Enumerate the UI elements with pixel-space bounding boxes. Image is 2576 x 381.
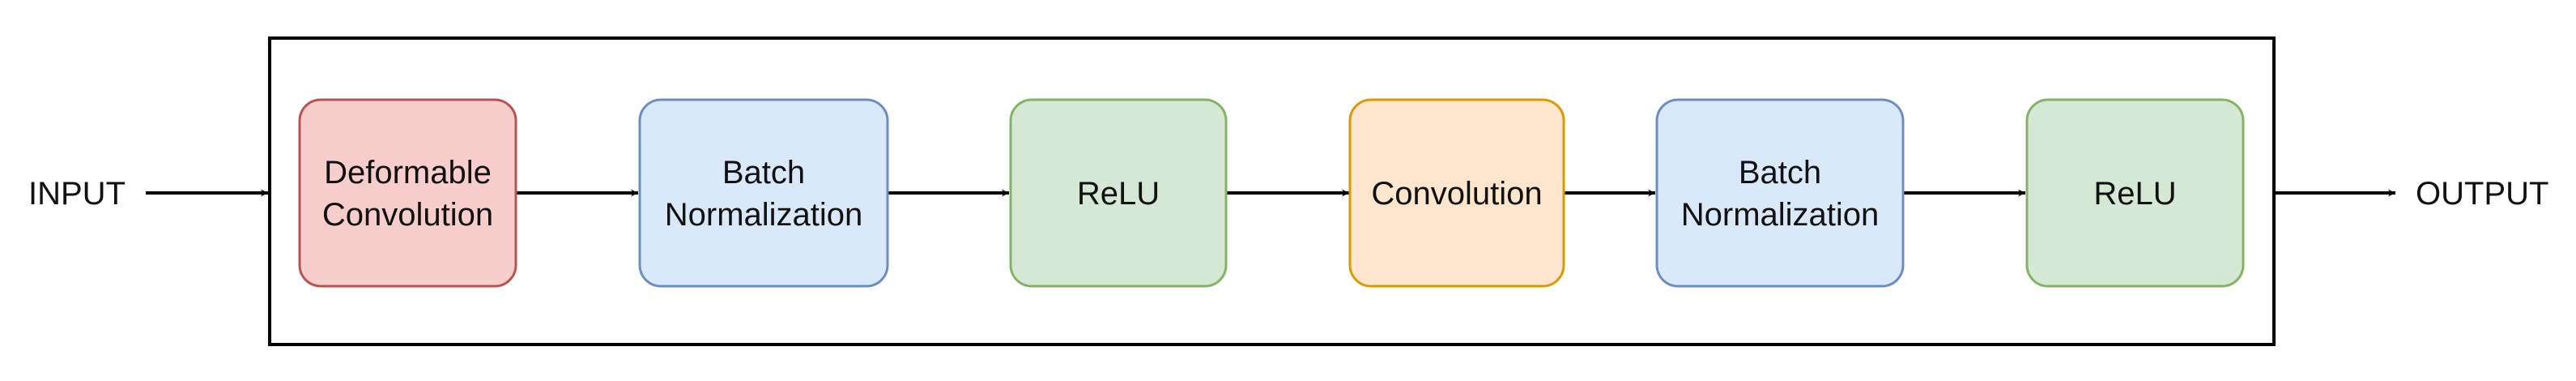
block-label-line: Batch bbox=[722, 155, 805, 190]
output-label: OUTPUT bbox=[2416, 176, 2548, 212]
svg-text:ReLU: ReLU bbox=[2093, 176, 2176, 212]
block-label-line: Normalization bbox=[665, 197, 863, 233]
block-label-line: Convolution bbox=[1371, 176, 1542, 212]
block-label-line: Normalization bbox=[1681, 197, 1880, 233]
svg-text:ReLU: ReLU bbox=[1077, 176, 1160, 212]
block-label-line: ReLU bbox=[2093, 176, 2176, 212]
block-label-line: Deformable bbox=[324, 155, 492, 190]
input-label: INPUT bbox=[28, 176, 126, 212]
block-convolution: Convolution bbox=[1348, 98, 1565, 288]
block-relu-1: ReLU bbox=[1009, 98, 1228, 288]
block-relu-2: ReLU bbox=[2025, 98, 2245, 288]
block-label-line: Batch bbox=[1739, 155, 1821, 190]
block-label-line: Convolution bbox=[322, 197, 493, 233]
block-label-line: ReLU bbox=[1077, 176, 1160, 212]
svg-text:Convolution: Convolution bbox=[1371, 176, 1542, 212]
